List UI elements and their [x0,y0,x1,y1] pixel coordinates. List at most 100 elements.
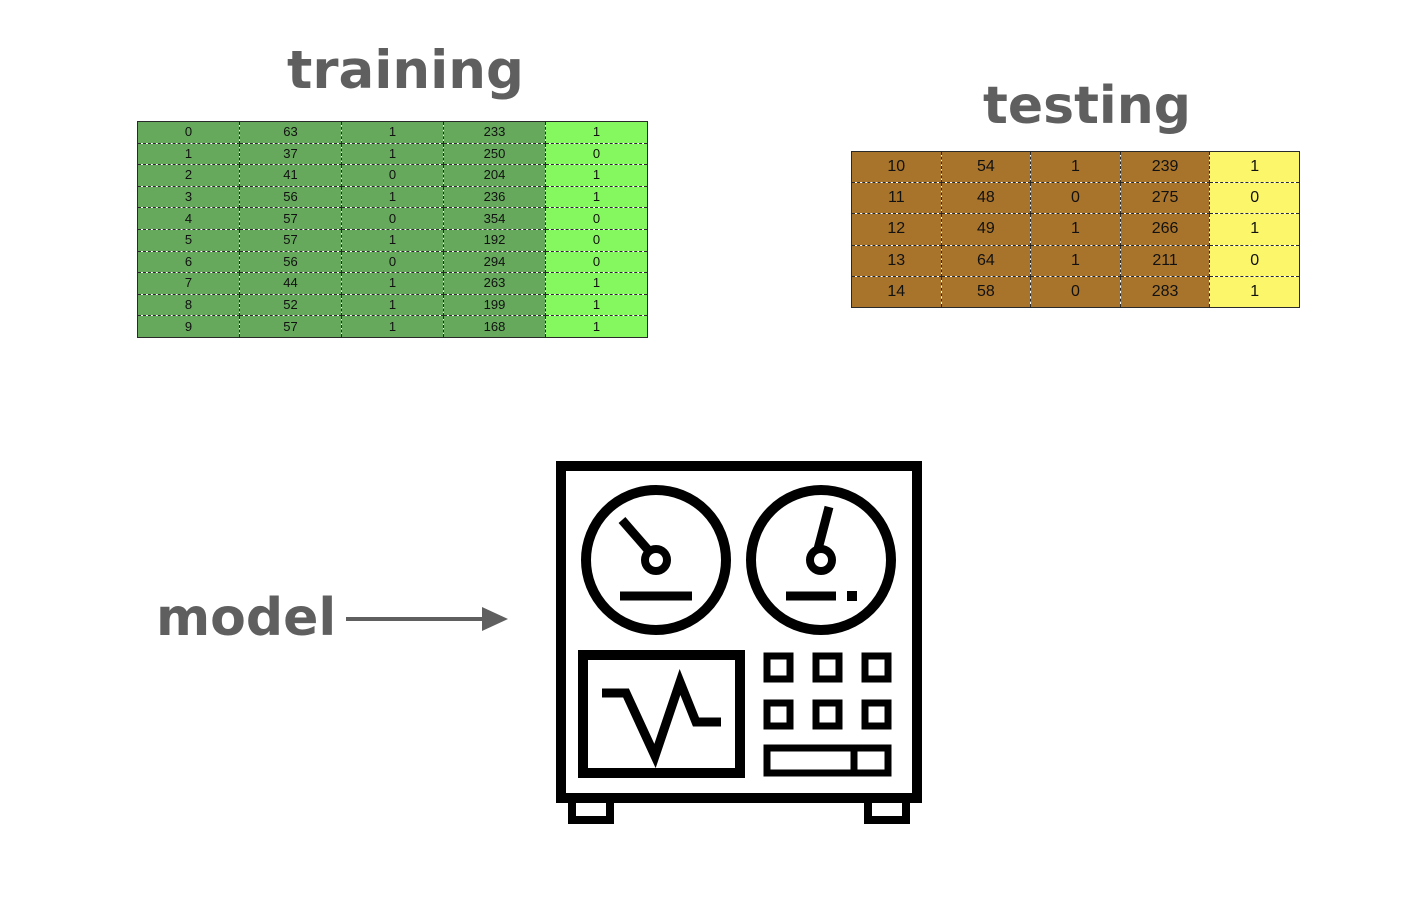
feature-cell: 54 [941,151,1032,184]
label-cell: 1 [1209,276,1300,308]
machine-button [763,699,794,730]
label-cell: 0 [545,251,648,274]
left-reel-hub [641,545,671,575]
feature-cell: 354 [443,207,546,230]
feature-cell: 37 [239,143,342,166]
feature-cell: 64 [941,245,1032,277]
label-cell: 0 [545,143,648,166]
right-reel-icon [746,485,896,635]
feature-cell: 44 [239,272,342,295]
feature-cell: 9 [137,315,240,338]
feature-cell: 192 [443,229,546,252]
feature-cell: 1 [341,294,444,317]
machine-button [812,652,843,683]
feature-cell: 3 [137,186,240,209]
feature-cell: 7 [137,272,240,295]
feature-cell: 0 [1030,276,1121,308]
feature-cell: 1 [341,143,444,166]
slider-bar [763,744,892,777]
feature-cell: 211 [1120,245,1211,277]
feature-cell: 57 [239,207,342,230]
feature-cell: 4 [137,207,240,230]
label-cell: 0 [545,229,648,252]
reel-to-reel-machine-icon [556,461,922,824]
feature-cell: 1 [341,121,444,144]
machine-button [763,652,794,683]
feature-cell: 1 [1030,245,1121,277]
feature-cell: 233 [443,121,546,144]
label-cell: 0 [545,207,648,230]
right-reel-hub [806,545,836,575]
training-title: training [287,40,524,101]
feature-cell: 204 [443,164,546,187]
feature-cell: 236 [443,186,546,209]
feature-cell: 1 [341,315,444,338]
feature-cell: 1 [341,272,444,295]
right-needle [813,505,834,551]
feature-cell: 13 [851,245,942,277]
feature-cell: 63 [239,121,342,144]
machine-button [861,699,892,730]
feature-cell: 199 [443,294,546,317]
label-cell: 0 [1209,182,1300,215]
feature-cell: 0 [341,207,444,230]
feature-cell: 49 [941,213,1032,246]
feature-cell: 41 [239,164,342,187]
label-cell: 1 [545,294,648,317]
feature-cell: 283 [1120,276,1211,308]
feature-cell: 5 [137,229,240,252]
waveform-icon [602,668,721,769]
feature-cell: 1 [1030,213,1121,246]
feature-cell: 11 [851,182,942,215]
machine-button [861,652,892,683]
label-cell: 1 [545,121,648,144]
right-reel-dot [847,591,857,601]
feature-cell: 57 [239,229,342,252]
left-needle [618,517,653,554]
label-cell: 1 [545,272,648,295]
feature-cell: 0 [1030,182,1121,215]
right-foot [864,795,910,824]
feature-cell: 275 [1120,182,1211,215]
feature-cell: 239 [1120,151,1211,184]
feature-cell: 1 [1030,151,1121,184]
feature-cell: 14 [851,276,942,308]
feature-cell: 48 [941,182,1032,215]
label-cell: 0 [1209,245,1300,277]
feature-cell: 1 [137,143,240,166]
feature-cell: 1 [341,186,444,209]
label-cell: 1 [1209,151,1300,184]
testing-title: testing [983,76,1191,136]
arrow-head [482,607,508,631]
feature-cell: 0 [137,121,240,144]
feature-cell: 6 [137,251,240,274]
feature-cell: 250 [443,143,546,166]
feature-cell: 10 [851,151,942,184]
feature-cell: 58 [941,276,1032,308]
feature-cell: 266 [1120,213,1211,246]
feature-cell: 1 [341,229,444,252]
feature-cell: 56 [239,251,342,274]
feature-cell: 0 [341,251,444,274]
feature-cell: 52 [239,294,342,317]
feature-cell: 0 [341,164,444,187]
feature-cell: 12 [851,213,942,246]
feature-cell: 8 [137,294,240,317]
feature-cell: 294 [443,251,546,274]
left-reel-icon [581,485,731,635]
